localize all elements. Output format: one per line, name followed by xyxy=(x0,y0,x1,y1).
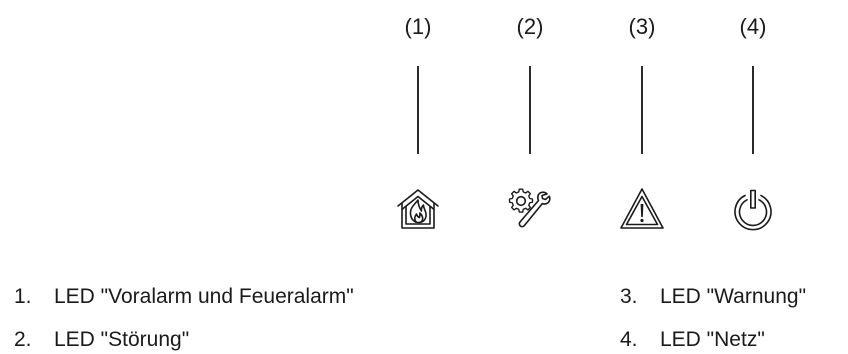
callout-number-3: (3) xyxy=(628,14,656,39)
callout-number-4: (4) xyxy=(739,14,767,39)
legend-text: LED "Voralarm und Feueralarm" xyxy=(54,285,354,308)
legend-number: 4. xyxy=(620,328,638,351)
legend-item-3: 3. LED "Warnung" xyxy=(620,284,806,310)
legend-item-4: 4. LED "Netz" xyxy=(620,327,765,353)
leader-line-4 xyxy=(752,66,754,154)
legend-text: LED "Netz" xyxy=(660,328,765,351)
legend-text: LED "Störung" xyxy=(54,328,190,351)
legend-number: 3. xyxy=(620,285,638,308)
leader-line-2 xyxy=(529,66,531,154)
legend-number: 1. xyxy=(14,285,32,308)
leader-line-1 xyxy=(417,66,419,154)
leader-line-3 xyxy=(641,66,643,154)
power-icon xyxy=(730,186,776,232)
callout-number-2: (2) xyxy=(516,14,544,39)
legend-item-2: 2. LED "Störung" xyxy=(14,327,189,353)
callout-number-1: (1) xyxy=(404,14,432,39)
legend-item-1: 1. LED "Voralarm und Feueralarm" xyxy=(14,284,354,310)
fire-alarm-house-icon xyxy=(395,186,441,232)
legend-number: 2. xyxy=(14,328,32,351)
legend-text: LED "Warnung" xyxy=(660,285,807,308)
warning-triangle-icon xyxy=(619,186,665,232)
gear-wrench-icon xyxy=(507,186,553,232)
